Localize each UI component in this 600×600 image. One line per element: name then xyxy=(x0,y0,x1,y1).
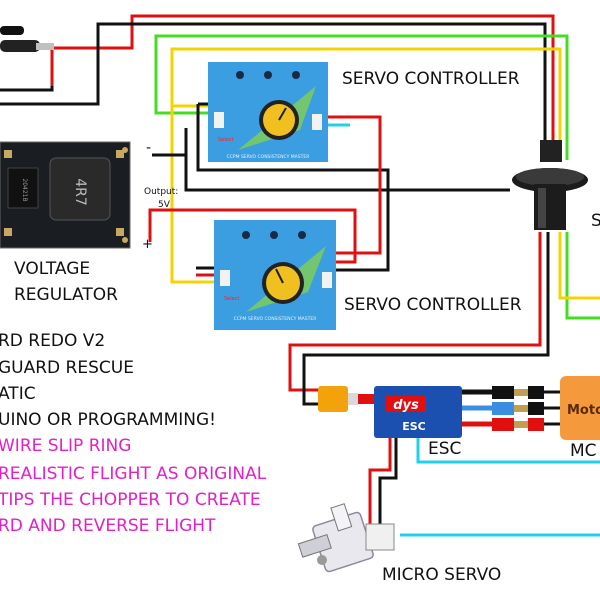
wire-red-esc-servo xyxy=(368,438,392,540)
note-line-1: RD REDO V2 xyxy=(0,331,105,351)
wire-red-reg-plus xyxy=(148,208,357,264)
wire-black-slip-esc xyxy=(302,232,550,406)
label-esc: ESC xyxy=(428,439,461,459)
slip-ring xyxy=(512,140,588,230)
wire-cyan-esc xyxy=(416,438,600,464)
left-wire-ends xyxy=(0,26,54,52)
controller-2-face-text: CCPM SERVO CONSISTENCY MASTER xyxy=(234,316,317,322)
label-micro-servo: MICRO SERVO xyxy=(382,565,501,585)
note-line-8: RD AND REVERSE FLIGHT xyxy=(0,516,216,536)
note-line-5: WIRE SLIP RING xyxy=(0,436,131,456)
regulator-chip-text: 20421B xyxy=(21,178,28,201)
motor-body-text: Moto xyxy=(567,403,600,418)
label-regulator: REGULATOR xyxy=(14,285,118,305)
label-servo-controller-2: SERVO CONTROLLER xyxy=(344,295,522,315)
wires xyxy=(0,14,600,540)
labels: SERVO CONTROLLER SERVO CONTROLLER VOLTAG… xyxy=(14,69,600,585)
esc-brand: dys xyxy=(393,398,419,413)
note-line-2: GUARD RESCUE xyxy=(0,358,134,378)
note-line-7: TIPS THE CHOPPER TO CREATE xyxy=(0,490,261,510)
bullet-connectors xyxy=(492,386,560,431)
wire-black-top xyxy=(0,22,547,160)
regulator-plus: + xyxy=(142,237,153,252)
controller-1-face-text: CCPM SERVO CONSISTENCY MASTER xyxy=(227,154,310,160)
controller-2-button-text: Select xyxy=(224,296,239,302)
esc: dys ESC xyxy=(374,386,462,438)
label-motor-partial: MC xyxy=(570,441,597,461)
motor: Moto xyxy=(560,376,600,440)
wire-black-c1-2 xyxy=(184,128,510,192)
label-slip-ring-partial: S xyxy=(591,211,600,231)
note-line-4: UINO OR PROGRAMMING! xyxy=(0,410,216,430)
servo-controller-1: Select CCPM SERVO CONSISTENCY MASTER xyxy=(208,62,328,162)
note-line-6: REALISTIC FLIGHT AS ORIGINAL xyxy=(0,464,267,484)
voltage-regulator: 4R7 20421B xyxy=(0,141,131,249)
note-line-3: ATIC xyxy=(0,384,36,404)
servo-controller-2: Select CCPM SERVO CONSISTENCY MASTER xyxy=(214,220,336,330)
controller-1-button-text: Select xyxy=(218,137,233,143)
regulator-output-voltage: 5V xyxy=(158,200,171,210)
label-voltage: VOLTAGE xyxy=(14,259,90,279)
micro-servo xyxy=(297,503,395,573)
regulator-output-label: Output: xyxy=(144,187,178,197)
xt60-connector xyxy=(318,386,378,412)
regulator-marking: 4R7 xyxy=(72,178,88,206)
esc-body-text: ESC xyxy=(402,420,426,433)
notes: RD REDO V2 GUARD RESCUE ATIC UINO OR PRO… xyxy=(0,331,267,536)
wire-red-top xyxy=(50,14,555,160)
wire-red-slip-esc xyxy=(288,232,542,392)
wire-black-esc-servo xyxy=(378,438,398,535)
wire-yellow xyxy=(170,47,600,300)
label-servo-controller-1: SERVO CONTROLLER xyxy=(342,69,520,89)
regulator-minus: - xyxy=(146,140,151,156)
wire-red-c1-right xyxy=(326,115,382,255)
